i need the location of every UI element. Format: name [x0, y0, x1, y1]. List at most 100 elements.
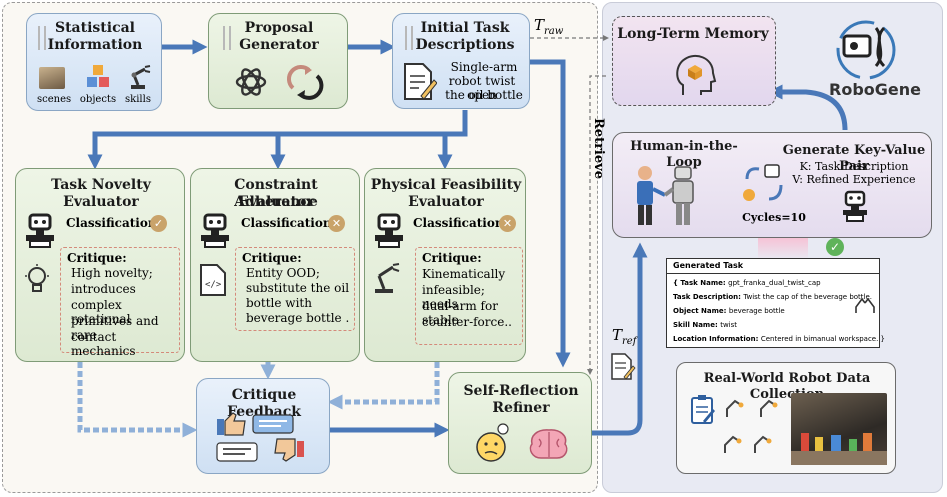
clipboard-icon [691, 395, 715, 424]
robogene-logo-icon [836, 20, 896, 80]
refiner-title-1: Self-Reflection [463, 383, 579, 399]
physical-feasibility-evaluator: Physical Feasibility Evaluator Classific… [364, 168, 526, 362]
critique-line: counter-force.. [422, 315, 512, 329]
label-skills: skills [125, 94, 151, 105]
evaluator-title-3: Physical Feasibility [370, 177, 522, 193]
refresh-cycle-icon [286, 64, 324, 100]
verdict-cross-badge: ✕ [328, 215, 345, 232]
document-pen-icon [611, 353, 636, 380]
generated-task-header: Generated Task [673, 261, 744, 270]
proposal-generator-box: Proposal Generator [208, 13, 348, 109]
proposal-title-1: Proposal [244, 20, 314, 36]
robot-arm-icon [131, 65, 151, 89]
retrieve-label: Retrieve [591, 118, 606, 179]
critique-line: High novelty; [71, 266, 153, 280]
human-robot-handshake-icon [637, 166, 694, 225]
arrow-initial-refiner [530, 59, 571, 368]
critique-label: Critique: [67, 251, 127, 265]
critique-line: Kinematically [422, 267, 506, 281]
critique-feedback-box: Critique Feedback [196, 378, 330, 474]
robot-arm-icon [375, 263, 400, 293]
real-world-photo [791, 393, 887, 465]
generated-task-card: Generated Task { Task Name: gpt_franka_d… [666, 258, 885, 348]
robot-icon [201, 213, 229, 248]
self-reflection-refiner-box: Self-Reflection Refiner [448, 372, 592, 474]
document-pen-icon [404, 63, 437, 100]
robot-icon [375, 213, 403, 248]
classification-label: Classification: [413, 216, 509, 230]
thinking-face-icon [476, 423, 509, 462]
arrow-retrieve [587, 75, 606, 375]
critique-line: infeasible; needs [422, 283, 485, 311]
evaluator-subtitle: Evaluator [238, 194, 314, 210]
stat-info-box: Statistical Information scenes objects s… [26, 13, 162, 111]
critique-box: Critique: Kinematically infeasible; need… [415, 247, 523, 345]
brand-name: RoboGene [829, 80, 921, 99]
long-term-memory-box: Long-Term Memory [612, 16, 776, 106]
generated-row: Location Information: Centered in bimanu… [673, 335, 886, 343]
task-novelty-evaluator: Task Novelty Evaluator Classification: ✓… [15, 168, 185, 362]
label-objects: objects [79, 94, 117, 105]
arrow-refiner-hitl [592, 242, 648, 436]
critique-line: bottle with [246, 296, 312, 310]
scenes-image [39, 67, 65, 89]
classification-label: Classification: [241, 216, 337, 230]
openai-logo-icon [235, 68, 267, 96]
initial-text-3: the oil bottle [445, 88, 523, 102]
approved-check-icon: ✓ [826, 238, 844, 256]
generated-row: Skill Name: twist [673, 321, 738, 329]
kv-title: Generate Key-Value Pair [782, 143, 926, 174]
initial-text-2: robot twist open [448, 74, 516, 102]
hitl-kv-box: Human-in-the-Loop Cycles=10 Generate Key… [612, 132, 932, 238]
stat-title-2: Information [47, 37, 143, 53]
critique-box: Critique: High novelty; introduces compl… [60, 247, 180, 358]
code-file-icon: </> [200, 264, 226, 296]
t-ref-label: Tref [612, 326, 637, 347]
kv-key-label: K: Task Description [799, 160, 909, 173]
head-memory-icon [676, 54, 717, 95]
stat-title-1: Statistical [54, 20, 135, 36]
memory-title: Long-Term Memory [617, 26, 769, 42]
t-raw-label: Traw [534, 16, 564, 37]
critique-line: introduces [71, 282, 136, 296]
proposal-title-2: Generator [239, 37, 319, 53]
robot-icon [843, 190, 867, 222]
initial-title-1: Initial Task [420, 20, 510, 36]
critique-line: contact mechanics [71, 330, 136, 358]
lightbulb-icon [25, 264, 49, 292]
critique-line: Entity OOD; [246, 266, 320, 280]
robot-icon [26, 213, 54, 248]
thumbs-down-icon [274, 438, 304, 462]
thumbs-up-icon [217, 412, 246, 436]
beam-decoration [758, 238, 808, 260]
cycles-label: Cycles=10 [742, 211, 806, 224]
real-world-data-box: Real-World Robot Data Collection [676, 362, 896, 474]
brain-icon [529, 429, 568, 459]
verdict-cross-badge: ✕ [499, 215, 516, 232]
arrow-kv-memory [767, 84, 848, 131]
hitl-title: Human-in-the-Loop [630, 139, 738, 170]
chat-bubble-icon [252, 414, 294, 434]
critique-line: substitute the oil [246, 281, 350, 295]
critique-label: Critique: [422, 251, 482, 265]
critique-line: complex rotational [71, 298, 131, 326]
critique-label: Critique: [242, 251, 302, 265]
kv-value-label: V: Refined Experience [792, 173, 916, 186]
robot-arms-icon [724, 399, 778, 453]
classification-label: Classification: [66, 216, 162, 230]
verdict-check-badge: ✓ [150, 215, 167, 232]
constraint-adherence-evaluator: Constraint Adherence Evaluator Classific… [190, 168, 360, 362]
critique-line: beverage bottle . [246, 311, 350, 325]
cubes-icon [87, 65, 109, 87]
svg-text:</>: </> [205, 280, 222, 290]
generated-row: { Task Name: gpt_franka_dual_twist_cap [673, 279, 821, 287]
generated-row: Object Name: beverage bottle [673, 307, 785, 315]
evaluator-subtitle: Evaluator [63, 194, 139, 210]
critique-box: Critique: Entity OOD; substitute the oil… [235, 247, 355, 331]
evaluator-title-1: Task Novelty [51, 177, 151, 193]
cycle-icon [743, 164, 783, 201]
evaluator-subtitle: Evaluator [408, 194, 484, 210]
critique-line: primitives and rare [71, 314, 159, 342]
initial-title-2: Descriptions [415, 37, 515, 53]
